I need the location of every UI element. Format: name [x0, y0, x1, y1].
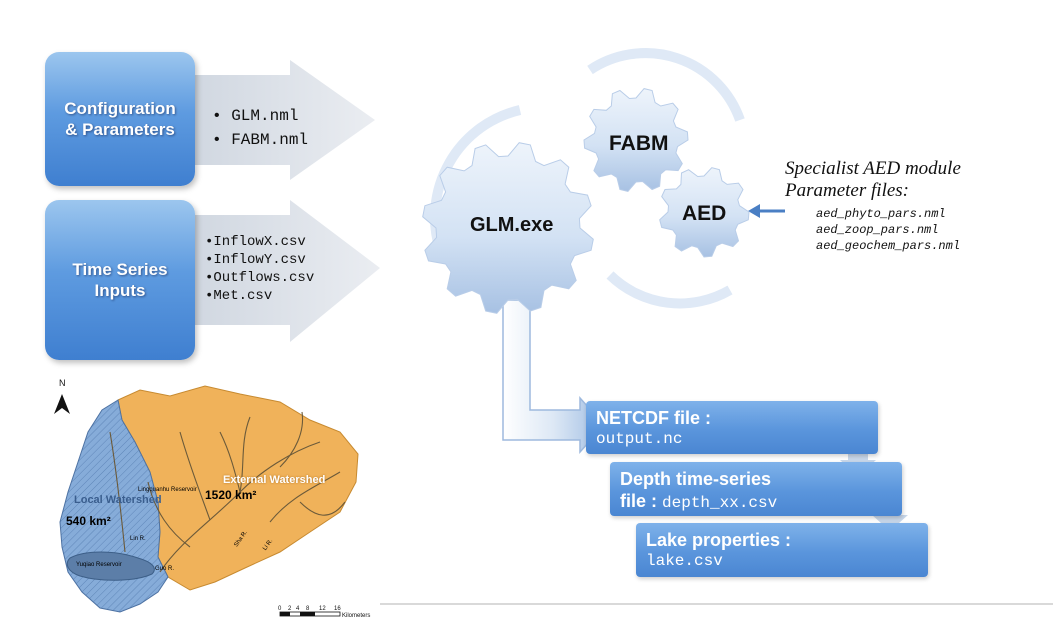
output-netcdf-box: NETCDF file : output.nc: [586, 401, 878, 454]
config-file: • FABM.nml: [212, 131, 309, 149]
timeseries-file-list: •InflowX.csv •InflowY.csv •Outflows.csv …: [205, 233, 314, 305]
output-depth-box: Depth time-series file : depth_xx.csv: [610, 462, 902, 516]
reservoir-up-label: Lingquanhu Reservoir: [138, 487, 197, 493]
output-netcdf-title: NETCDF file :: [596, 408, 711, 428]
timeseries-input-arrow: [180, 200, 380, 342]
map-scale-bar: 0 2 4 8 12 16 Kilometers: [278, 606, 370, 619]
time-series-label: Time Series Inputs: [72, 260, 168, 300]
lin-river-label: Lin R.: [130, 536, 146, 542]
timeseries-file: •InflowX.csv: [205, 234, 306, 250]
cycle-arc-top: [587, 48, 745, 122]
aed-input-arrowhead: [748, 204, 760, 218]
time-series-box: Time Series Inputs: [45, 200, 195, 360]
output-netcdf-file: output.nc: [596, 430, 683, 448]
output-depth-file: depth_xx.csv: [662, 494, 778, 512]
specialist-file-list: aed_phyto_pars.nml aed_zoop_pars.nml aed…: [812, 206, 960, 254]
specialist-title: Specialist AED module Parameter files:: [785, 158, 961, 202]
yuqiao-reservoir-shape: [66, 551, 155, 581]
glm-exe-label: GLM.exe: [470, 214, 554, 236]
scale-tick: 8: [306, 606, 310, 612]
scale-tick: 2: [288, 606, 292, 612]
glm-exe-gear-icon: [422, 142, 594, 314]
scale-tick: 4: [296, 606, 300, 612]
cycle-arc-bottom: [606, 271, 733, 309]
watershed-map: N 0 2 4 8 12 16 Kilometers: [54, 378, 370, 619]
config-file: • GLM.nml: [212, 107, 299, 125]
bottom-bar: [0, 603, 1053, 632]
guo-river-label: Guo R.: [155, 566, 175, 572]
output-lake-file: lake.csv: [646, 552, 723, 570]
scale-tick: 16: [334, 606, 341, 612]
specialist-title-line1: Specialist AED module: [785, 158, 961, 179]
local-watershed-label: Local Watershed: [74, 494, 162, 506]
yuqiao-reservoir-label: Yuqiao Reservoir: [76, 562, 122, 568]
north-label: N: [59, 378, 66, 388]
north-arrow-icon: [54, 394, 70, 414]
specialist-file: aed_geochem_pars.nml: [816, 239, 961, 253]
scale-tick: 12: [319, 606, 326, 612]
specialist-file: aed_phyto_pars.nml: [816, 207, 946, 221]
scale-tick: 0: [278, 606, 282, 612]
output-lake-box: Lake properties : lake.csv: [636, 523, 928, 577]
config-parameters-box: Configuration & Parameters: [45, 52, 195, 186]
specialist-title-line2: Parameter files:: [785, 180, 910, 201]
fabm-label: FABM: [609, 132, 669, 155]
output-depth-title: Depth time-series: [620, 469, 772, 489]
timeseries-file: •Met.csv: [205, 288, 273, 304]
fabm-gear-icon: [583, 88, 689, 192]
local-area-label: 540 km²: [66, 514, 111, 528]
timeseries-file: •InflowY.csv: [205, 252, 306, 268]
river-network: [109, 411, 346, 573]
specialist-file: aed_zoop_pars.nml: [816, 223, 939, 237]
config-file-list: • GLM.nml • FABM.nml: [212, 104, 308, 152]
output-lake-title: Lake properties :: [646, 530, 792, 550]
external-watershed-label: External Watershed: [223, 474, 326, 486]
scale-unit: Kilometers: [342, 613, 370, 619]
timeseries-file: •Outflows.csv: [205, 270, 315, 286]
aed-gear-icon: [659, 167, 750, 258]
aed-label: AED: [682, 202, 727, 225]
output-depth-title2: file :: [620, 491, 663, 511]
external-area-label: 1520 km²: [205, 488, 257, 502]
config-parameters-label: Configuration & Parameters: [64, 99, 176, 139]
config-input-arrow: [180, 60, 375, 180]
